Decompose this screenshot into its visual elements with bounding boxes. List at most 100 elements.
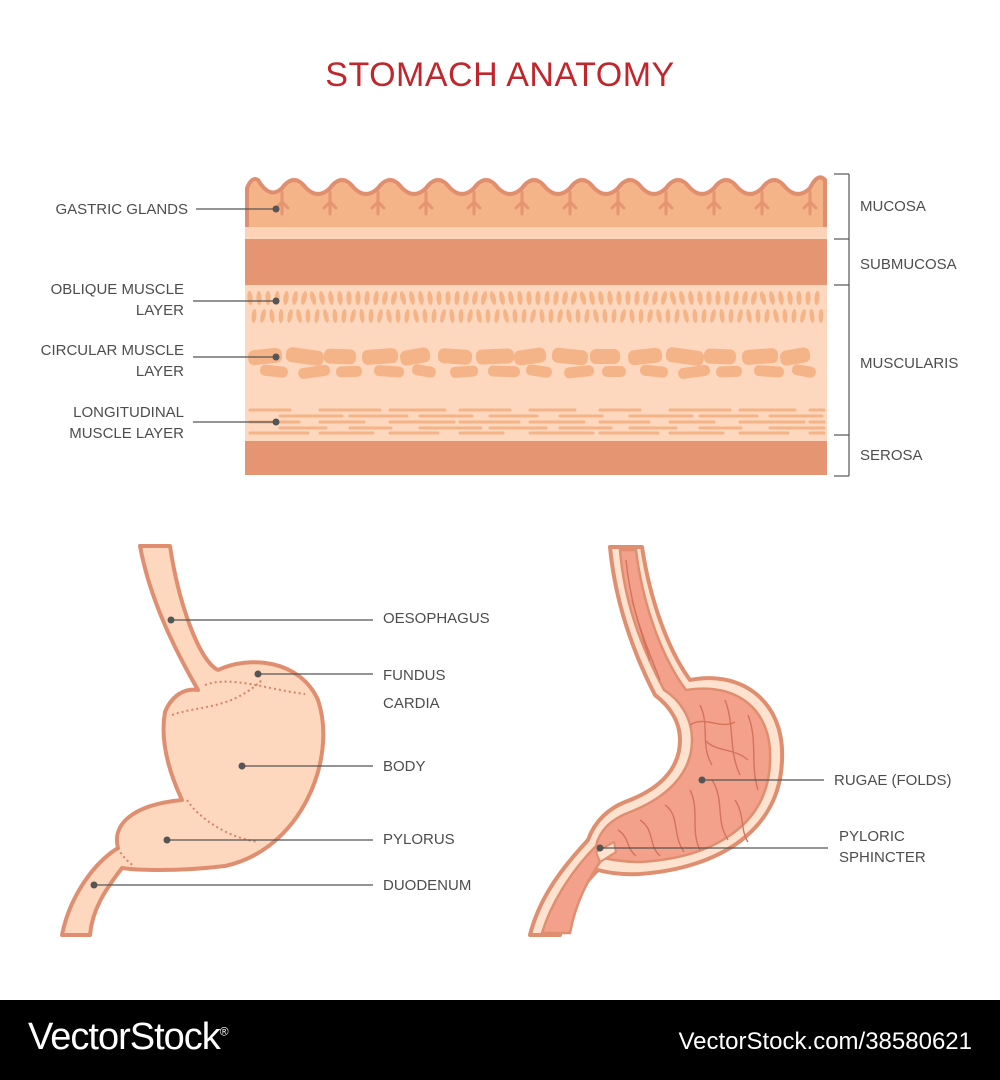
circular-fiber [703,348,737,365]
oblique-fiber [719,309,725,323]
oblique-fiber [634,291,640,305]
ruga-fold [631,599,661,681]
oblique-fiber [589,291,595,305]
oblique-fiber [418,291,424,305]
layer-brackets [834,173,850,477]
layer-panel-left-leaders [193,205,280,426]
circular-fiber [779,347,811,366]
oblique-fiber [755,309,761,323]
oblique-fiber [710,309,716,323]
oblique-fiber [454,291,460,305]
oblique-fiber [746,309,752,323]
oblique-fiber [422,309,428,323]
oblique-fiber [782,309,788,323]
ruga-fold [689,789,701,851]
oblique-fiber [571,291,577,305]
oblique-fiber [733,291,739,305]
oblique-fiber [674,309,680,323]
oblique-fiber [323,309,329,323]
oblique-fiber [796,291,802,305]
oblique-fiber [278,309,284,323]
oblique-fiber [737,309,743,323]
label-gastric-glands: GASTRIC GLANDS [55,201,188,218]
circular-fiber [399,347,431,366]
oblique-fiber [355,291,361,305]
label-longitudinal-muscle-layer: LONGITUDINAL MUSCLE LAYER [69,404,184,442]
circular-fiber [450,365,479,378]
rugae-fold-lines [617,559,759,857]
oblique-fiber [575,309,581,323]
oblique-fiber [296,309,302,323]
circular-fiber [487,365,520,378]
ruga-fold [734,799,749,843]
label-submucosa: SUBMUCOSA [860,256,957,273]
gland-mark [754,190,770,216]
ruga-fold [699,704,713,766]
circular-fiber [437,348,473,365]
external-stomach [60,544,326,937]
oblique-fiber [386,309,392,323]
oblique-fiber [391,291,397,305]
oblique-fiber [579,291,587,305]
gland-mark [370,190,386,216]
oblique-fiber [436,291,442,305]
watermark-footer: VectorStock® VectorStock.com/38580621 [0,1000,1000,1080]
serosa-band [245,441,827,475]
oblique-fiber [409,291,415,305]
ruga-fold [704,739,749,761]
oblique-fiber [526,291,532,305]
oblique-fiber [697,291,703,305]
oblique-fiber [399,291,407,305]
oblique-fiber [481,291,487,305]
gland-mark [514,190,530,216]
circular-fiber [285,347,325,366]
oblique-fiber [359,309,365,323]
oblique-fiber [530,309,536,323]
oblique-fiber [562,291,568,305]
oblique-fiber [602,309,608,323]
circular-fiber [513,347,547,366]
circular-fiber [678,364,711,379]
oblique-fiber [809,309,815,323]
circular-muscle-fibers [247,347,816,379]
oblique-fiber [260,309,266,323]
oblique-fiber [544,291,550,305]
oblique-fiber [328,291,334,305]
oblique-fiber [364,291,370,305]
oblique-fiber [431,309,437,323]
label-pyloric-sphincter: PYLORIC SPHINCTER [839,828,926,866]
circular-fiber [564,365,595,379]
oblique-fiber [773,309,779,323]
oblique-fiber [652,291,658,305]
gastric-gland-marks [274,190,818,216]
oblique-fiber [625,291,631,305]
oblique-fiber [607,291,613,305]
circular-fiber [590,349,620,364]
oblique-fiber [292,291,298,305]
oblique-fiber [341,309,347,323]
label-oesophagus: OESOPHAGUS [383,610,490,627]
pyloric-sphincter-ring [595,841,617,863]
label-serosa: SEROSA [860,447,923,464]
ruga-fold [747,714,759,791]
oblique-fiber [485,309,491,323]
circular-fiber [373,365,404,378]
label-rugae: RUGAE (FOLDS) [834,772,952,789]
oblique-fiber [377,309,383,323]
oblique-fiber [818,309,824,323]
oblique-fiber [309,291,317,305]
oblique-fiber [350,309,356,323]
oblique-fiber [742,291,748,305]
oblique-fiber [251,309,257,323]
label-fundus: FUNDUS [383,667,446,684]
gland-mark [802,190,818,216]
oblique-fiber [346,291,352,305]
circular-fiber [361,348,399,365]
oblique-fiber [332,309,338,323]
oblique-fiber [553,291,559,305]
oblique-fiber [427,291,433,305]
ruga-fold [689,720,736,726]
brand-logo: VectorStock® [28,1016,229,1058]
oblique-fiber [683,309,689,323]
oblique-fiber [440,309,446,323]
